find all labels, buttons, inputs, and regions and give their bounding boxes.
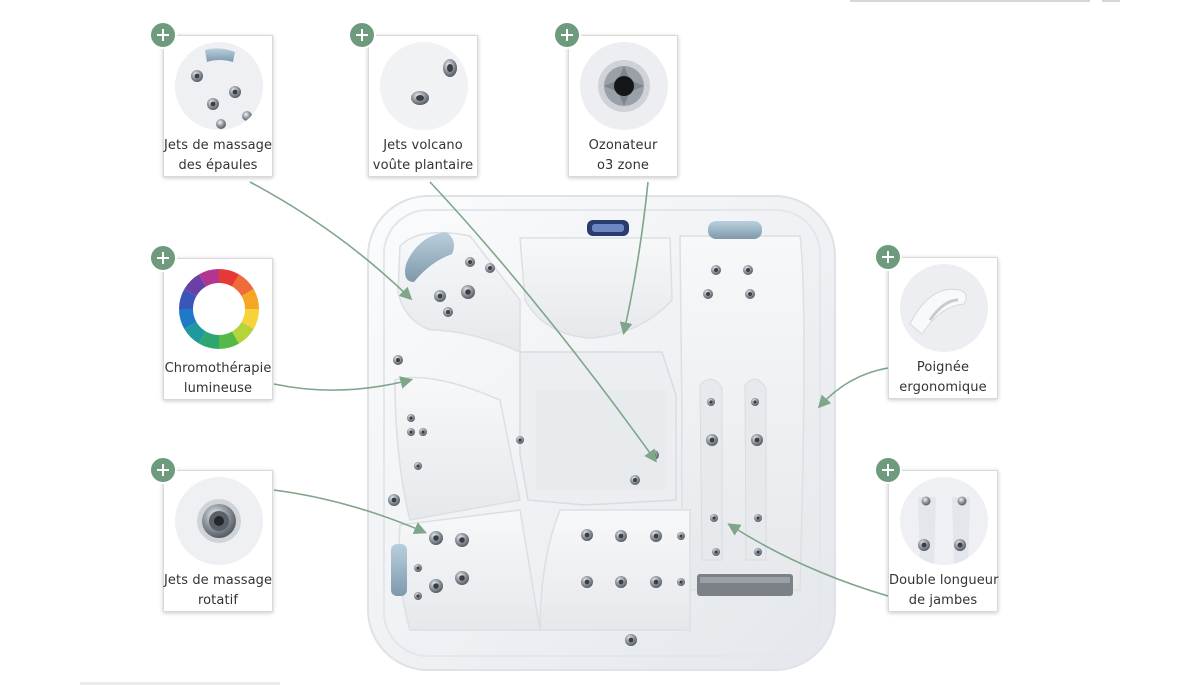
jet-nozzle <box>709 400 713 404</box>
jet-nozzle <box>468 260 472 264</box>
pillow-bottom <box>391 544 407 596</box>
shoulder-jets-photo <box>175 42 263 130</box>
right-seat <box>679 235 805 591</box>
jet-nozzle <box>433 535 439 541</box>
top-divider <box>850 0 1090 2</box>
jet-nozzle <box>753 400 757 404</box>
feature-card-chromotherapy[interactable]: Chromothérapie lumineuse <box>163 258 273 400</box>
card-label: Jets de massage des épaules <box>164 136 272 176</box>
jet-nozzle <box>618 533 624 539</box>
plus-icon[interactable] <box>149 21 177 49</box>
jet-nozzle <box>653 533 659 539</box>
jet-nozzle <box>706 292 710 296</box>
feature-card-ozonator[interactable]: Ozonateur o3 zone <box>568 35 678 177</box>
card-label-line-1: Jets volcano <box>383 138 463 153</box>
card-label: Chromothérapie lumineuse <box>164 359 272 399</box>
handle-photo <box>900 264 988 352</box>
plus-icon[interactable] <box>553 21 581 49</box>
jet-nozzle <box>416 464 420 468</box>
jet-nozzle <box>391 497 397 503</box>
card-label-line-1: Double longueur <box>889 573 999 588</box>
card-label-line-1: Poignée <box>916 360 970 375</box>
jet-nozzle <box>679 534 683 538</box>
card-label-line-2: des épaules <box>178 158 258 173</box>
jet-nozzle <box>652 453 656 457</box>
jet-nozzle <box>409 416 413 420</box>
jet-nozzle <box>628 637 634 643</box>
pillow-right <box>708 221 762 239</box>
feature-card-volcano-jets[interactable]: Jets volcano voûte plantaire <box>368 35 478 177</box>
card-label-line-2: ergonomique <box>899 380 987 395</box>
card-label-line-1: Jets de massage <box>164 138 273 153</box>
jet-nozzle <box>679 580 683 584</box>
bottom-divider <box>80 682 280 685</box>
jet-nozzle <box>633 478 637 482</box>
card-label: Ozonateur o3 zone <box>569 136 677 176</box>
jet-nozzle <box>459 537 465 543</box>
jet-nozzle <box>416 594 420 598</box>
jet-nozzle <box>421 430 425 434</box>
color-wheel-icon <box>175 265 263 353</box>
jet-nozzle <box>748 292 752 296</box>
double-leg-photo <box>900 477 988 565</box>
card-label: Jets volcano voûte plantaire <box>369 136 477 176</box>
card-label-line-2: de jambes <box>908 593 978 608</box>
ozonator-photo <box>580 42 668 130</box>
jet-nozzle <box>465 289 471 295</box>
feature-card-double-leg[interactable]: Double longueur de jambes <box>888 470 998 612</box>
jet-nozzle <box>754 437 760 443</box>
volcano-jets-photo <box>380 42 468 130</box>
jet-nozzle <box>712 516 716 520</box>
jet-nozzle <box>488 266 492 270</box>
jet-nozzle <box>714 550 718 554</box>
jet-nozzle <box>756 516 760 520</box>
jet-nozzle <box>396 358 400 362</box>
plus-icon[interactable] <box>874 243 902 271</box>
jet-nozzle <box>446 310 450 314</box>
top-divider-small <box>1102 0 1120 2</box>
card-label-line-2: rotatif <box>197 593 239 608</box>
jet-nozzle <box>653 579 659 585</box>
jet-nozzle <box>584 532 590 538</box>
jet-nozzle <box>746 268 750 272</box>
plus-icon[interactable] <box>149 244 177 272</box>
jet-nozzle <box>618 579 624 585</box>
rotary-jets-photo <box>175 477 263 565</box>
card-label-line-2: o3 zone <box>596 158 650 173</box>
bottom-bench <box>539 509 691 631</box>
card-label-line-1: Jets de massage <box>164 573 273 588</box>
plus-icon[interactable] <box>348 21 376 49</box>
feature-card-handle[interactable]: Poignée ergonomique <box>888 257 998 399</box>
jet-nozzle <box>714 268 718 272</box>
card-label: Poignée ergonomique <box>889 358 997 398</box>
jet-nozzle <box>709 437 715 443</box>
card-label-line-1: Ozonateur <box>588 138 658 153</box>
feature-card-rotary-jets[interactable]: Jets de massage rotatif <box>163 470 273 612</box>
jet-nozzle <box>584 579 590 585</box>
jet-nozzle <box>409 430 413 434</box>
card-label-line-1: Chromothérapie <box>164 361 272 376</box>
card-label: Jets de massage rotatif <box>164 571 272 611</box>
card-label: Double longueur de jambes <box>889 571 999 611</box>
plus-icon[interactable] <box>149 456 177 484</box>
card-label-line-2: lumineuse <box>183 381 253 396</box>
jet-nozzle <box>756 550 760 554</box>
jet-nozzle <box>433 583 439 589</box>
jet-nozzle <box>518 438 522 442</box>
jet-nozzle <box>437 293 443 299</box>
feature-card-shoulder-jets[interactable]: Jets de massage des épaules <box>163 35 273 177</box>
plus-icon[interactable] <box>874 456 902 484</box>
jet-nozzle <box>459 575 465 581</box>
jet-nozzle <box>416 566 420 570</box>
card-label-line-2: voûte plantaire <box>372 158 474 173</box>
